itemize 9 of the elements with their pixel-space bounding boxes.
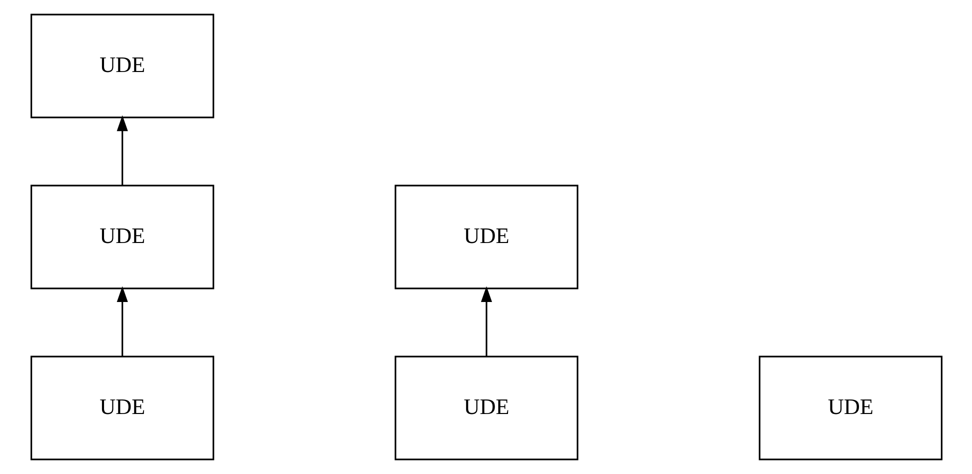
node-box: UDE [758, 356, 942, 460]
node-box: UDE [30, 14, 214, 118]
arrow [116, 286, 128, 356]
node-box: UDE [30, 356, 214, 460]
node-box: UDE [394, 184, 578, 290]
node-box: UDE [394, 356, 578, 460]
arrow [116, 115, 128, 186]
arrow [480, 286, 492, 356]
node-box: UDE [30, 184, 214, 290]
